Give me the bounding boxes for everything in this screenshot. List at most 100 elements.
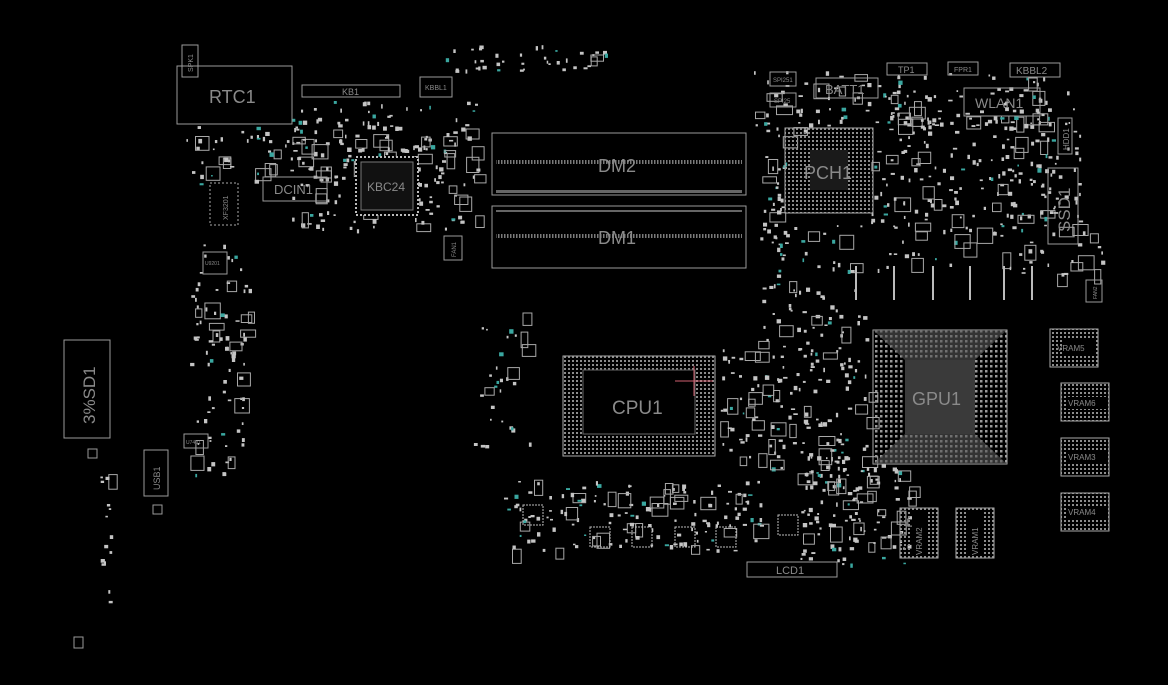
smd-part — [833, 514, 836, 517]
component-spi25[interactable]: SPI25 — [769, 92, 797, 108]
component-dm1-slot[interactable]: DM1 — [491, 205, 747, 269]
smd-part — [847, 269, 851, 274]
component-wlan1[interactable]: WLAN1 — [963, 87, 1041, 117]
smd-part — [528, 491, 533, 494]
smd-part — [927, 198, 932, 202]
smd-part — [838, 438, 842, 444]
component-dcin1[interactable]: DCIN1 — [262, 176, 328, 202]
component-xf3201[interactable]: XF3201 — [209, 182, 239, 226]
smd-part — [840, 433, 842, 436]
smd-part — [825, 481, 830, 484]
smd-part — [834, 87, 839, 90]
smd-part — [204, 419, 208, 424]
smd-part — [507, 508, 511, 511]
smd-part — [108, 600, 113, 604]
smd-part — [797, 327, 801, 333]
smd-part — [876, 521, 880, 524]
smd-part — [788, 307, 792, 311]
component-vram4[interactable]: VRAM4 — [1060, 492, 1110, 532]
smd-part — [775, 237, 778, 240]
smd-part — [1045, 154, 1048, 159]
component-spi251[interactable]: SPI251 — [769, 71, 797, 87]
smd-part — [853, 522, 865, 536]
component-ssd1[interactable]: SSD1 — [1047, 167, 1079, 245]
component-vram1[interactable]: VRAM1 — [955, 507, 995, 559]
component-vram3[interactable]: VRAM3 — [1060, 437, 1110, 477]
component-tp1[interactable]: TP1 — [886, 62, 928, 76]
smd-part — [922, 186, 935, 200]
smd-part — [290, 157, 293, 161]
smd-part — [240, 329, 257, 338]
smd-part — [803, 533, 815, 545]
component-spk1[interactable]: SPK1 — [181, 44, 199, 78]
smd-part — [239, 376, 244, 380]
smd-part — [548, 63, 551, 65]
component-fan2[interactable]: FAN2 — [1085, 279, 1103, 303]
component-kb1[interactable]: KB1 — [301, 84, 401, 98]
smd-part — [1079, 157, 1082, 162]
component-cpu1[interactable]: CPU1 — [562, 355, 716, 457]
smd-part — [584, 534, 587, 536]
smd-part — [889, 253, 892, 256]
smd-part — [783, 103, 788, 106]
smd-part — [854, 539, 859, 543]
component-rtc1[interactable]: RTC1 — [176, 65, 293, 125]
smd-part — [211, 175, 213, 177]
smd-part — [842, 486, 845, 490]
component-vram6[interactable]: VRAM6 — [1060, 382, 1110, 422]
smd-part — [843, 468, 847, 471]
smd-part — [511, 427, 514, 431]
component-gpu1[interactable]: GPU1 — [872, 329, 1008, 465]
component-usb1[interactable]: USB1 — [143, 449, 169, 497]
smd-part — [465, 69, 468, 74]
smd-part — [593, 500, 596, 503]
smd-part — [199, 272, 204, 274]
component-kbbl2[interactable]: KBBL2 — [1009, 62, 1061, 78]
smd-part — [726, 502, 730, 505]
component-vram2[interactable]: VRAM2 — [899, 507, 939, 559]
smd-part — [942, 168, 946, 173]
smd-part — [837, 262, 841, 268]
smd-part — [810, 366, 815, 368]
smd-part — [800, 451, 804, 454]
smd-part — [950, 153, 953, 158]
component-fan1[interactable]: FAN1 — [443, 235, 463, 261]
smd-part — [737, 512, 741, 516]
smd-part — [441, 181, 444, 184]
smd-part — [795, 293, 797, 298]
smd-part — [515, 503, 520, 507]
component-lcd1[interactable]: LCD1 — [746, 561, 838, 578]
smd-part — [1024, 244, 1037, 261]
smd-part — [777, 210, 782, 215]
component-vram5[interactable]: VRAM5 — [1049, 328, 1099, 368]
component-kbbl1[interactable]: KBBL1 — [419, 76, 453, 98]
smd-part — [728, 490, 732, 493]
smd-part — [809, 453, 814, 457]
smd-part — [499, 389, 502, 393]
smd-part — [229, 457, 232, 461]
component-dm2-slot[interactable]: DM2 — [491, 132, 747, 196]
component-batt1[interactable]: BATT1 — [815, 77, 879, 99]
smd-part — [650, 544, 654, 547]
smd-part — [201, 161, 204, 165]
smd-part — [214, 140, 218, 144]
component-u7401[interactable]: U7401 — [183, 433, 209, 449]
smd-part — [320, 166, 332, 183]
component-u9201[interactable]: U9201 — [202, 251, 228, 275]
smd-part — [562, 68, 566, 72]
smd-part — [920, 125, 925, 129]
smd-part — [645, 507, 650, 512]
smd-part — [349, 226, 353, 230]
component-kbc24[interactable]: KBC24 — [355, 156, 419, 216]
smd-part — [465, 124, 470, 127]
smd-part — [1028, 249, 1033, 254]
smd-part — [1052, 169, 1056, 174]
component-hdd1[interactable]: HDD1 — [1057, 117, 1073, 155]
smd-part — [1013, 203, 1018, 208]
component-fpr1[interactable]: FPR1 — [947, 61, 979, 76]
smd-part — [211, 407, 215, 410]
component-sd-card-slot[interactable]: 3%SD1 — [63, 339, 111, 439]
component-pch1[interactable]: PCH1 — [784, 127, 874, 214]
smd-part — [305, 184, 310, 187]
